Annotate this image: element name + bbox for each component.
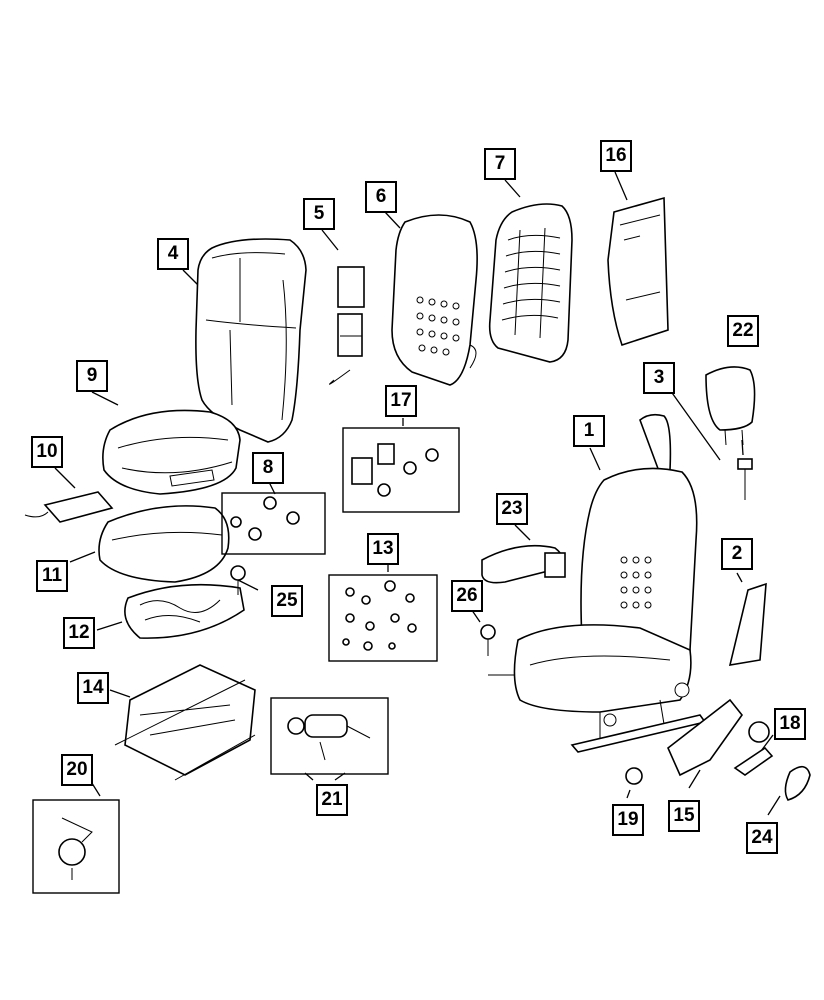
callout-2: 2 (721, 538, 753, 570)
callout-12: 12 (63, 617, 95, 649)
callout-5: 5 (303, 198, 335, 230)
headrest-guide-part (737, 458, 753, 500)
lumbar-pads-part (329, 266, 365, 385)
side-shield-part (667, 698, 744, 777)
callout-13: 13 (367, 533, 399, 565)
seat-cushion-cover-part (102, 409, 241, 495)
callout-17: 17 (385, 385, 417, 417)
callout-4: 4 (157, 238, 189, 270)
seat-back-cover-part (195, 238, 307, 443)
callout-24: 24 (746, 822, 778, 854)
hardware-kit-21 (270, 697, 389, 775)
hardware-kit-13 (328, 574, 438, 662)
seat-foam-part (98, 505, 230, 583)
hardware-kit-17 (342, 427, 460, 513)
callout-20: 20 (61, 754, 93, 786)
callout-25: 25 (271, 585, 303, 617)
hardware-kit-20 (32, 799, 120, 894)
callout-26: 26 (451, 580, 483, 612)
headrest-part (705, 366, 756, 446)
complete-seat-assembly-part (513, 413, 707, 753)
recliner-knob-part (733, 721, 774, 776)
back-foam-part (391, 214, 478, 386)
callout-7: 7 (484, 148, 516, 180)
callout-11: 11 (36, 560, 68, 592)
armrest-part (481, 544, 566, 584)
back-panel-part (607, 196, 669, 347)
seat-heater-part (24, 491, 114, 523)
cap-part (625, 767, 643, 785)
callout-15: 15 (668, 800, 700, 832)
callout-6: 6 (365, 181, 397, 213)
hardware-kit-8 (221, 492, 326, 555)
back-frame-part (488, 203, 573, 363)
callout-22: 22 (727, 315, 759, 347)
seat-track-part (114, 664, 256, 781)
callout-14: 14 (77, 672, 109, 704)
callout-21: 21 (316, 784, 348, 816)
callout-10: 10 (31, 436, 63, 468)
bolt-25-part (230, 565, 246, 595)
trim-cover-part (784, 765, 811, 801)
callout-1: 1 (573, 415, 605, 447)
callout-16: 16 (600, 140, 632, 172)
callout-9: 9 (76, 360, 108, 392)
callout-3: 3 (643, 362, 675, 394)
callout-8: 8 (252, 452, 284, 484)
side-trim-part (728, 582, 767, 666)
callout-18: 18 (774, 708, 806, 740)
callout-19: 19 (612, 804, 644, 836)
callout-23: 23 (496, 493, 528, 525)
seat-pan-part (124, 583, 245, 639)
